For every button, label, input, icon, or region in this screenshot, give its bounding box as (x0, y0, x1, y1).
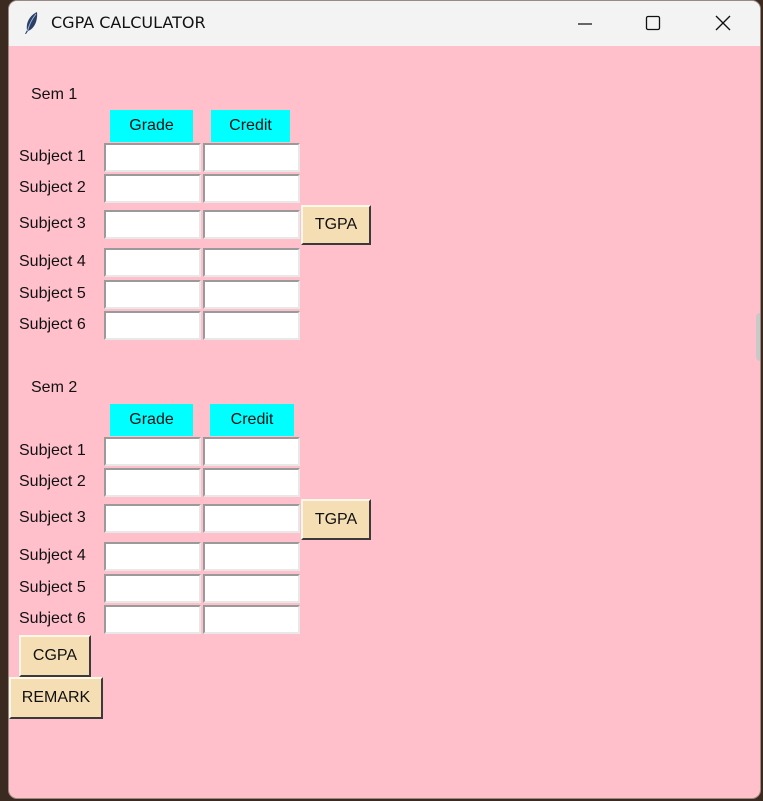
maximize-button[interactable] (630, 1, 676, 46)
sem1-subject-3-grade-input[interactable] (104, 210, 201, 239)
minimize-icon (578, 23, 592, 25)
close-button[interactable] (700, 1, 746, 46)
sem2-subject-4-credit-input[interactable] (203, 542, 300, 571)
sem2-subject-3-grade-input[interactable] (104, 504, 201, 533)
sem1-grade-header: Grade (110, 110, 193, 142)
sem1-subject-5-grade-input[interactable] (104, 280, 201, 309)
sem1-subject-5-credit-input[interactable] (203, 280, 300, 309)
feather-icon (23, 11, 41, 35)
sem2-subject-3-label: Subject 3 (19, 509, 86, 526)
sem2-label: Sem 2 (31, 379, 78, 396)
sem2-subject-3-credit-input[interactable] (203, 504, 300, 533)
sem1-subject-1-grade-input[interactable] (104, 143, 201, 172)
sem1-subject-4-credit-input[interactable] (203, 248, 300, 277)
sem2-subject-1-label: Subject 1 (19, 442, 86, 459)
sem2-subject-2-grade-input[interactable] (104, 468, 201, 497)
sem2-subject-5-grade-input[interactable] (104, 574, 201, 603)
title-bar[interactable]: CGPA CALCULATOR (9, 1, 760, 46)
sem1-subject-6-label: Subject 6 (19, 316, 86, 333)
sem1-subject-6-credit-input[interactable] (203, 311, 300, 340)
maximize-icon (645, 15, 661, 31)
sem1-subject-3-credit-input[interactable] (203, 210, 300, 239)
sem1-subject-5-label: Subject 5 (19, 285, 86, 302)
sem2-credit-header: Credit (210, 404, 294, 436)
scrollbar-handle[interactable] (756, 313, 760, 361)
sem1-subject-2-label: Subject 2 (19, 179, 86, 196)
sem1-tgpa-button[interactable]: TGPA (301, 205, 371, 245)
remark-button[interactable]: REMARK (9, 677, 103, 719)
sem2-subject-1-grade-input[interactable] (104, 437, 201, 466)
sem1-subject-6-grade-input[interactable] (104, 311, 201, 340)
close-icon (715, 15, 731, 31)
sem2-subject-6-grade-input[interactable] (104, 605, 201, 634)
sem1-subject-4-grade-input[interactable] (104, 248, 201, 277)
sem2-subject-4-grade-input[interactable] (104, 542, 201, 571)
sem1-subject-1-label: Subject 1 (19, 148, 86, 165)
sem1-label: Sem 1 (31, 86, 78, 103)
sem2-subject-4-label: Subject 4 (19, 547, 86, 564)
window-title: CGPA CALCULATOR (51, 13, 206, 32)
sem1-subject-2-credit-input[interactable] (203, 174, 300, 203)
sem2-subject-2-label: Subject 2 (19, 473, 86, 490)
sem2-subject-1-credit-input[interactable] (203, 437, 300, 466)
sem2-subject-6-credit-input[interactable] (203, 605, 300, 634)
sem1-subject-1-credit-input[interactable] (203, 143, 300, 172)
sem2-grade-header: Grade (110, 404, 193, 436)
cgpa-button[interactable]: CGPA (19, 635, 91, 677)
sem2-subject-6-label: Subject 6 (19, 610, 86, 627)
sem1-credit-header: Credit (211, 110, 290, 142)
minimize-button[interactable] (562, 1, 608, 46)
sem2-subject-2-credit-input[interactable] (203, 468, 300, 497)
sem1-subject-3-label: Subject 3 (19, 215, 86, 232)
sem2-subject-5-label: Subject 5 (19, 579, 86, 596)
sem2-subject-5-credit-input[interactable] (203, 574, 300, 603)
sem1-subject-4-label: Subject 4 (19, 253, 86, 270)
sem1-subject-2-grade-input[interactable] (104, 174, 201, 203)
sem2-tgpa-button[interactable]: TGPA (301, 499, 371, 540)
app-window: CGPA CALCULATOR Sem 1 Grade Credit Subje… (9, 1, 760, 798)
